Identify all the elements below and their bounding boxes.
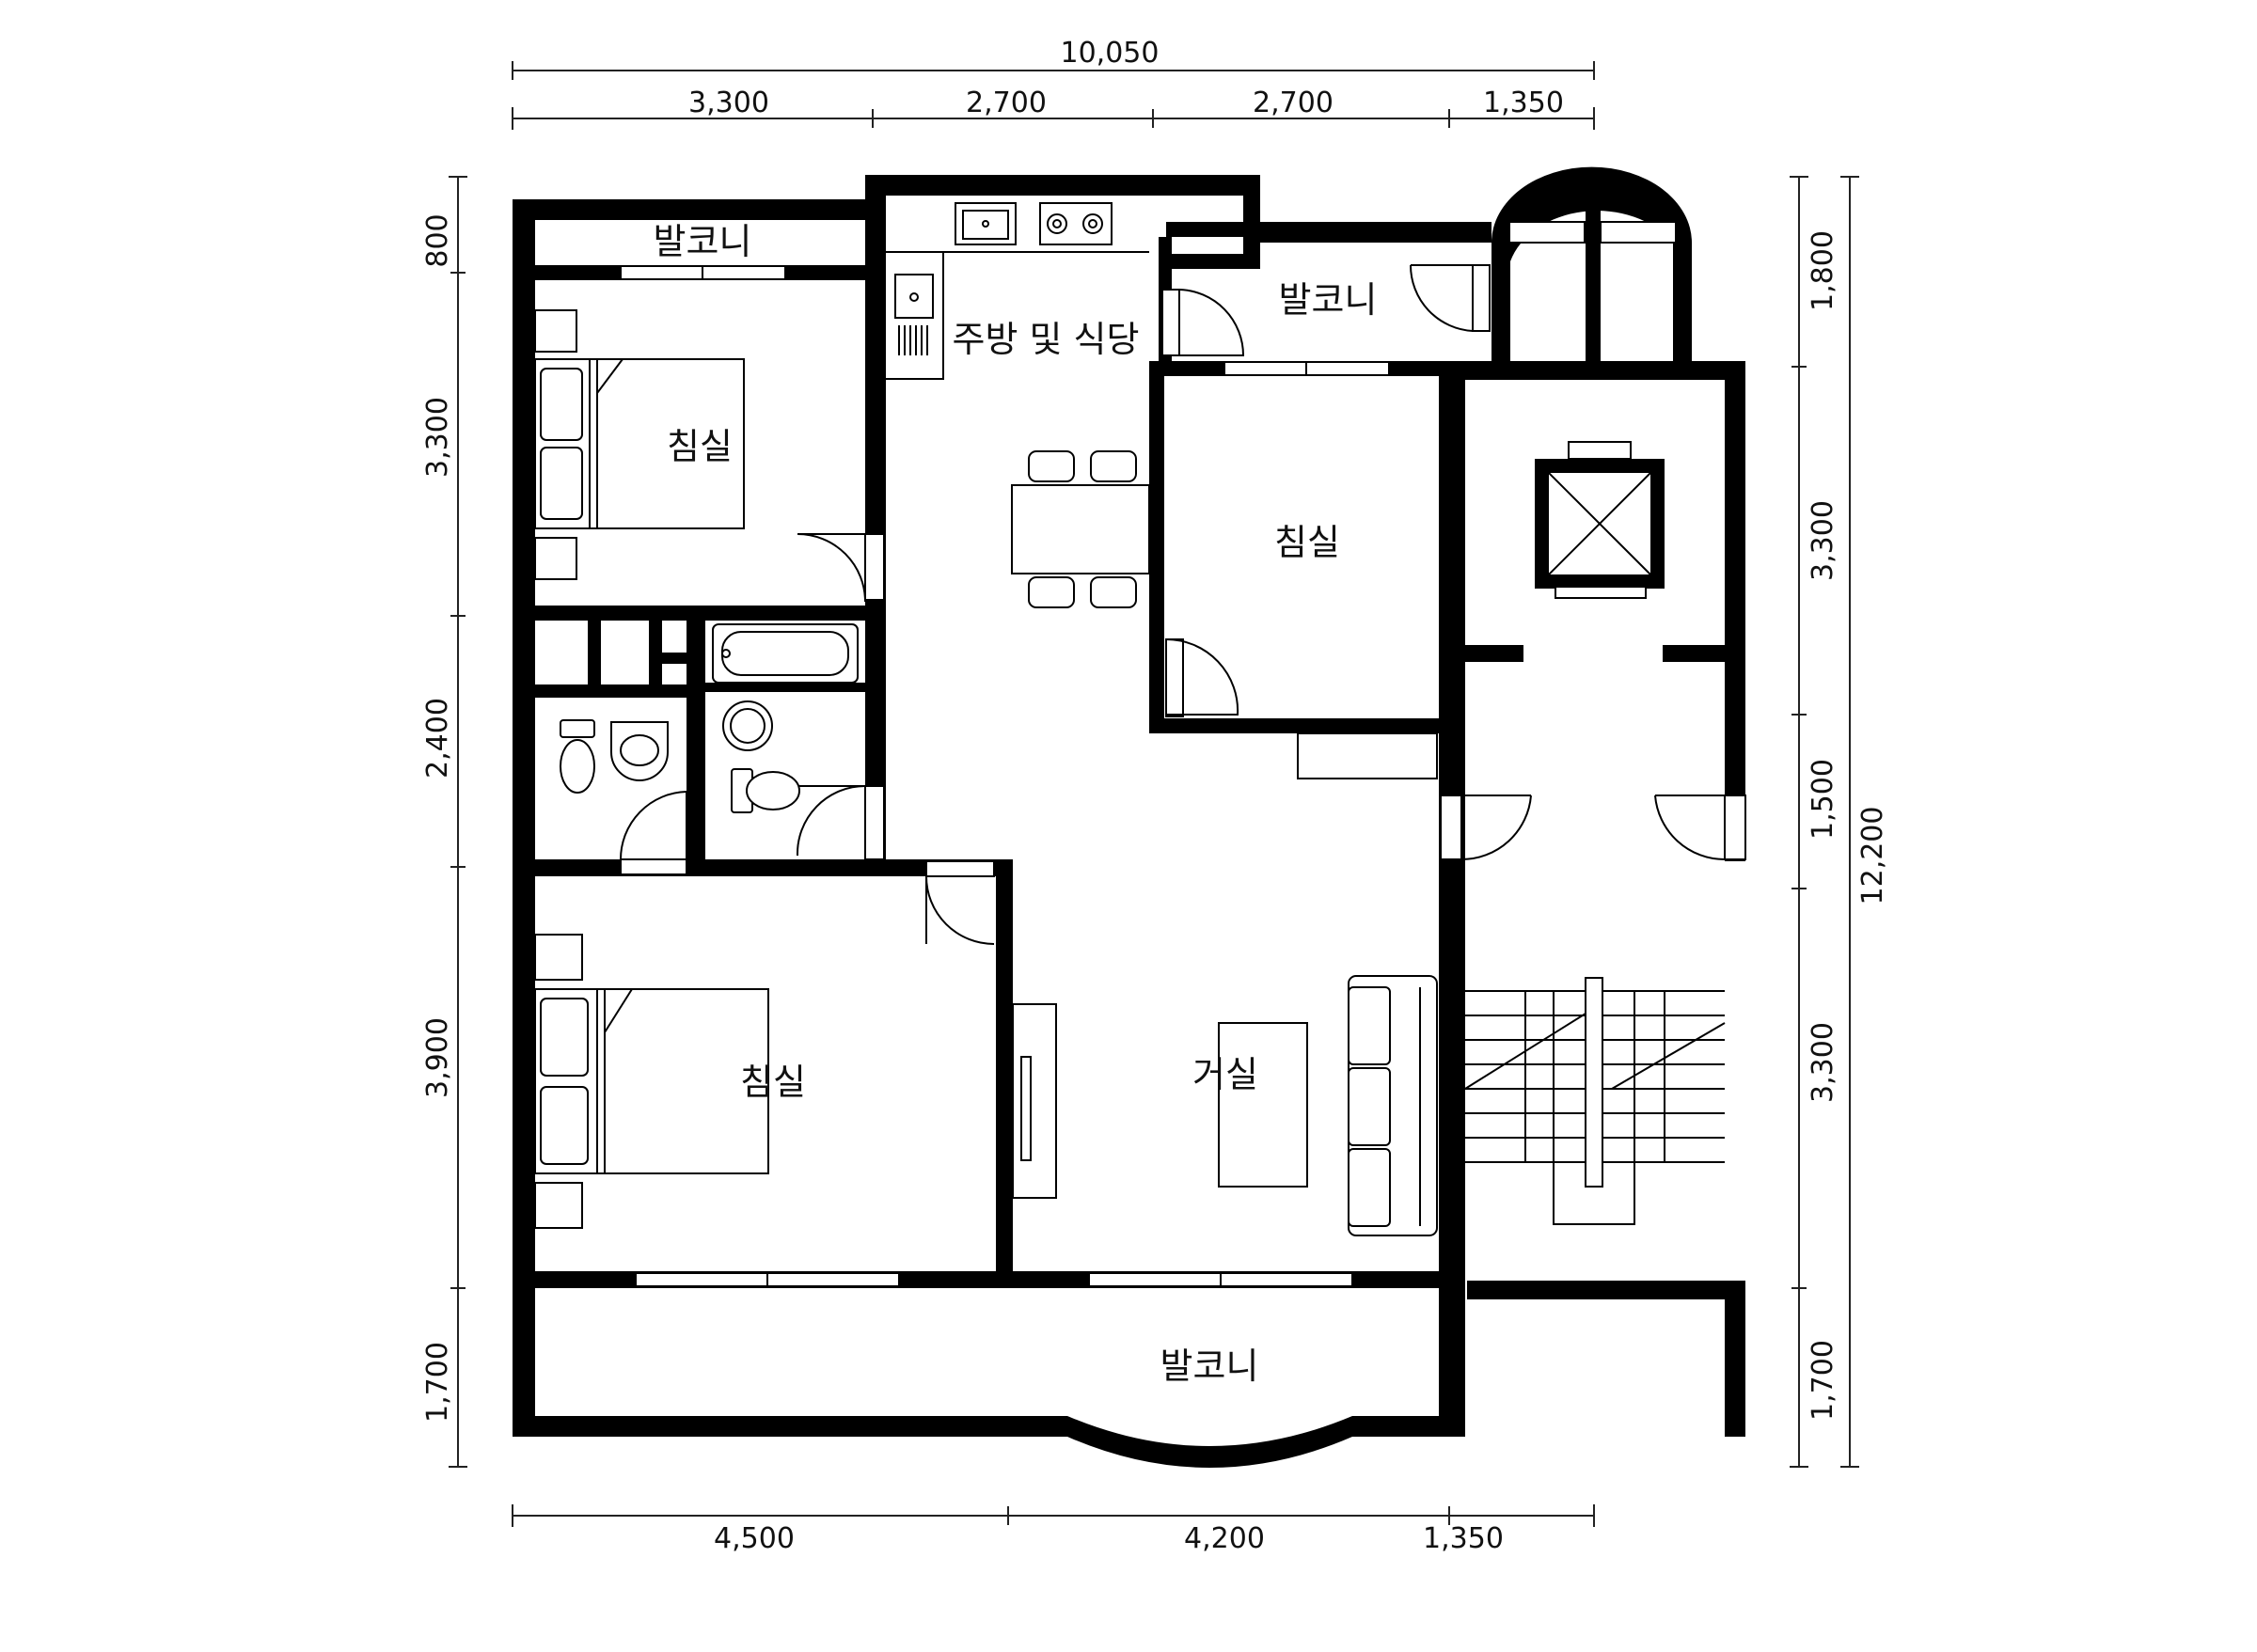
windows	[620, 221, 1677, 1287]
kitchen-counter	[886, 202, 1149, 380]
dim-left-5: 1,700	[421, 1342, 454, 1423]
label-bedroom-top-left: 침실	[667, 426, 733, 467]
label-balcony-top-right: 발코니	[1279, 279, 1378, 321]
dim-left-2: 3,300	[421, 397, 454, 478]
label-balcony-bottom: 발코니	[1160, 1345, 1259, 1387]
dim-right-total: 12,200	[1856, 807, 1889, 905]
dim-top-1: 3,300	[688, 87, 769, 119]
dim-top-4: 1,350	[1483, 87, 1564, 119]
dim-left-4: 3,900	[421, 1017, 454, 1098]
label-bedroom-bottom-left: 침실	[740, 1062, 806, 1103]
dim-bottom-3: 1,350	[1423, 1522, 1504, 1555]
bed-bottom-left	[534, 934, 769, 1229]
dim-right-3: 1,500	[1807, 759, 1839, 840]
living-furniture	[1012, 732, 1438, 1236]
dim-left-1: 800	[421, 213, 454, 267]
dim-left-3: 2,400	[421, 698, 454, 779]
label-living-room: 거실	[1192, 1054, 1258, 1095]
label-bedroom-middle: 침실	[1274, 522, 1340, 563]
dim-right-5: 1,700	[1807, 1340, 1839, 1421]
dining-table	[1011, 450, 1150, 608]
dim-top-2: 2,700	[966, 87, 1047, 119]
doors	[620, 264, 1746, 945]
label-balcony-top-left: 발코니	[654, 221, 752, 262]
dim-right-1: 1,800	[1807, 230, 1839, 311]
dim-bottom-2: 4,200	[1184, 1522, 1265, 1555]
staircase	[1464, 977, 1726, 1225]
dim-bottom-1: 4,500	[714, 1522, 795, 1555]
label-kitchen-dining: 주방 및 식당	[953, 319, 1140, 360]
dim-right-4: 3,300	[1807, 1022, 1839, 1103]
dim-top-3: 2,700	[1253, 87, 1334, 119]
dim-top-total: 10,050	[1061, 37, 1160, 70]
elevator-icon	[1535, 441, 1665, 599]
bed-top-left	[534, 309, 745, 580]
dimension-lines	[449, 61, 1859, 1527]
bathroom-fixtures	[560, 623, 859, 813]
dim-right-2: 3,300	[1807, 500, 1839, 581]
